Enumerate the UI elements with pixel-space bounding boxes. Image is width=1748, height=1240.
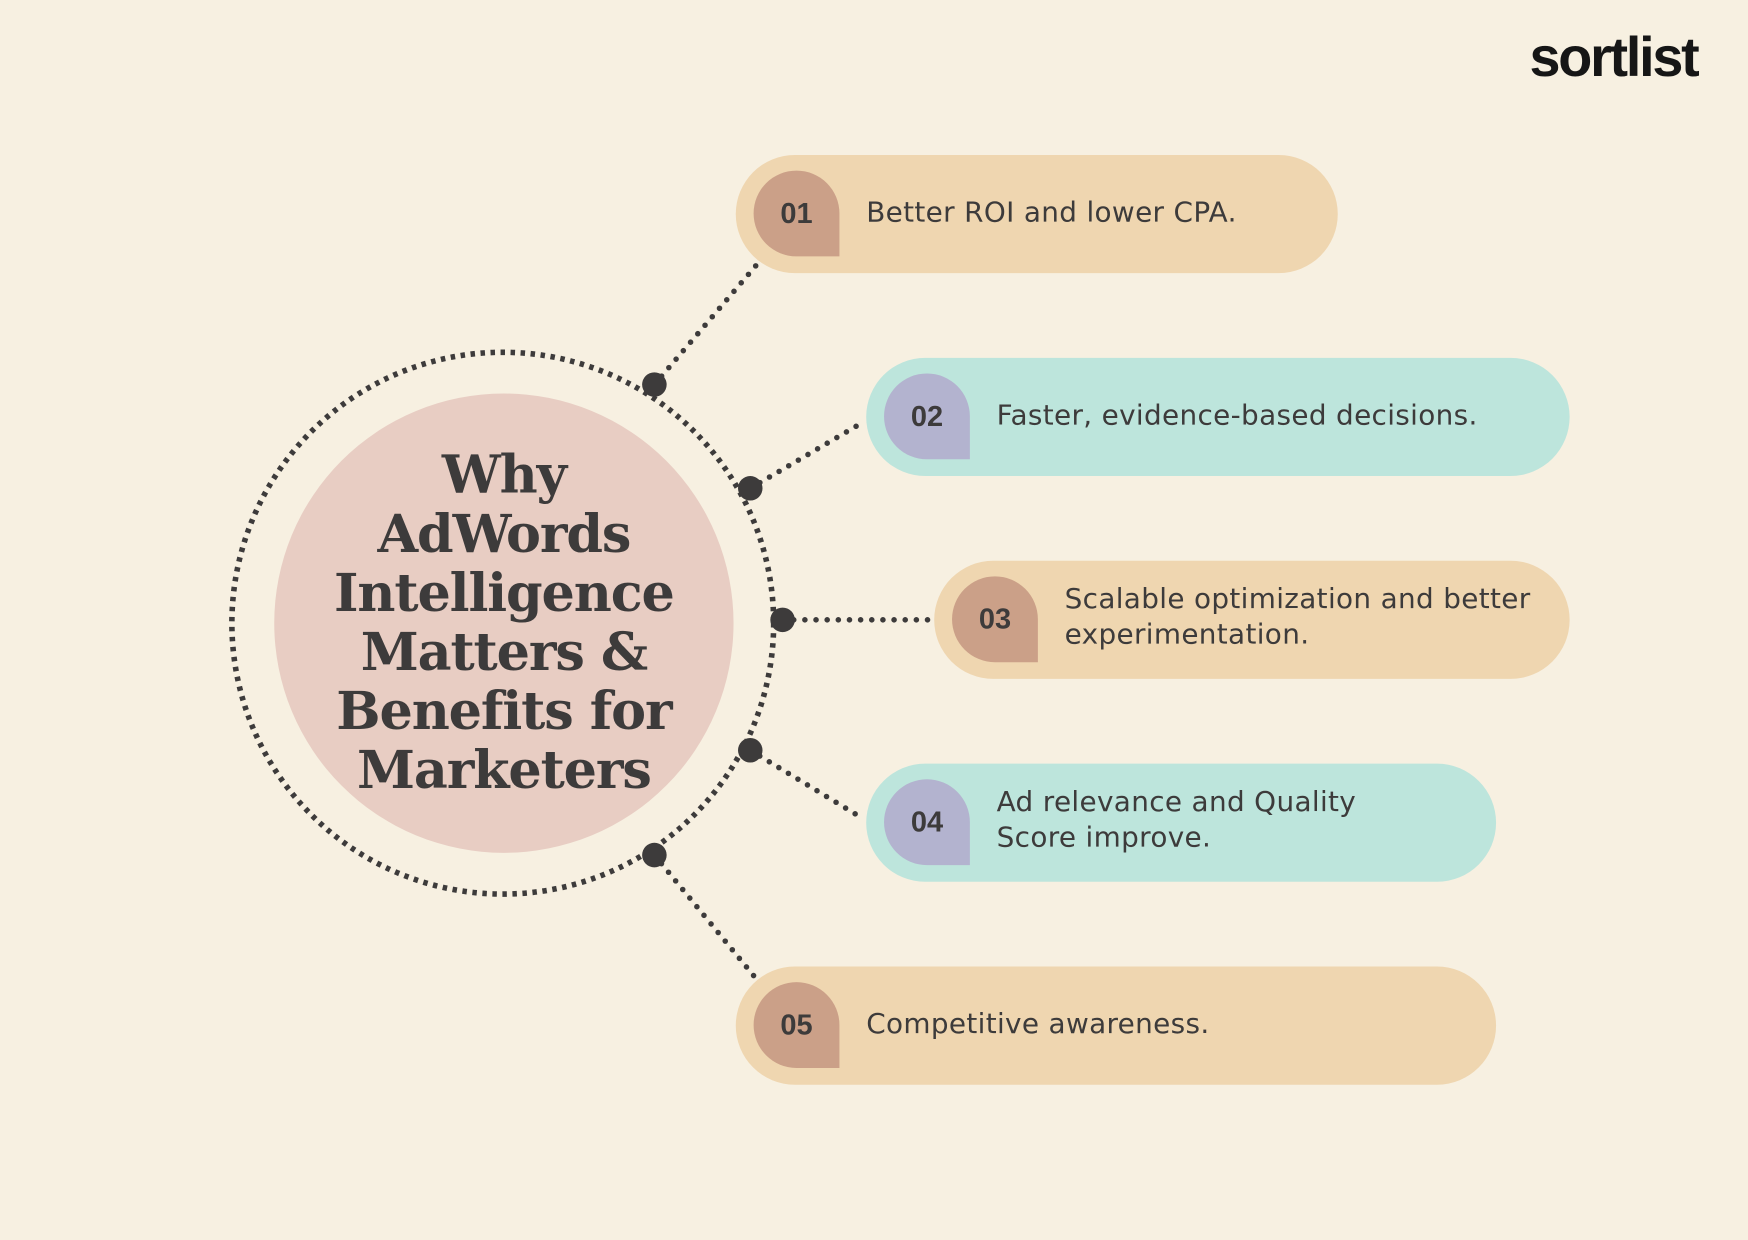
benefit-text: Faster, evidence-based decisions.	[996, 398, 1478, 432]
benefit-item-02: 02 Faster, evidence-based decisions.	[866, 357, 1570, 477]
center-title: Why AdWords Intelligence Matters & Benef…	[333, 444, 675, 802]
center-circle: Why AdWords Intelligence Matters & Benef…	[274, 393, 734, 853]
connector-node-02	[737, 476, 763, 501]
connector-node-05	[642, 842, 667, 868]
benefit-item-04: 04 Ad relevance and Quality Score improv…	[866, 763, 1497, 882]
number-badge: 04	[884, 779, 970, 866]
sortlist-logo: sortlist	[1529, 25, 1700, 89]
connector-line-05	[651, 852, 761, 984]
number-badge: 03	[952, 576, 1038, 663]
benefit-text: Competitive awareness.	[866, 1007, 1210, 1040]
benefit-item-05: 05 Competitive awareness.	[735, 966, 1497, 1085]
number-badge: 01	[753, 170, 840, 257]
benefit-item-01: 01 Better ROI and lower CPA.	[735, 154, 1338, 274]
benefit-item-03: 03 Scalable optimization and better expe…	[934, 560, 1570, 679]
benefit-text: Ad relevance and Quality Score improve.	[996, 785, 1357, 854]
benefit-text: Scalable optimization and better experim…	[1064, 582, 1531, 651]
connector-line-01	[651, 260, 761, 388]
benefit-text: Better ROI and lower CPA.	[866, 195, 1237, 229]
connector-node-03	[770, 607, 795, 633]
number-badge: 05	[753, 982, 840, 1068]
connector-line-02	[747, 420, 864, 492]
connector-node-01	[642, 372, 667, 397]
number-badge: 02	[884, 373, 970, 460]
connector-node-04	[737, 737, 763, 763]
connector-line-04	[747, 747, 864, 820]
